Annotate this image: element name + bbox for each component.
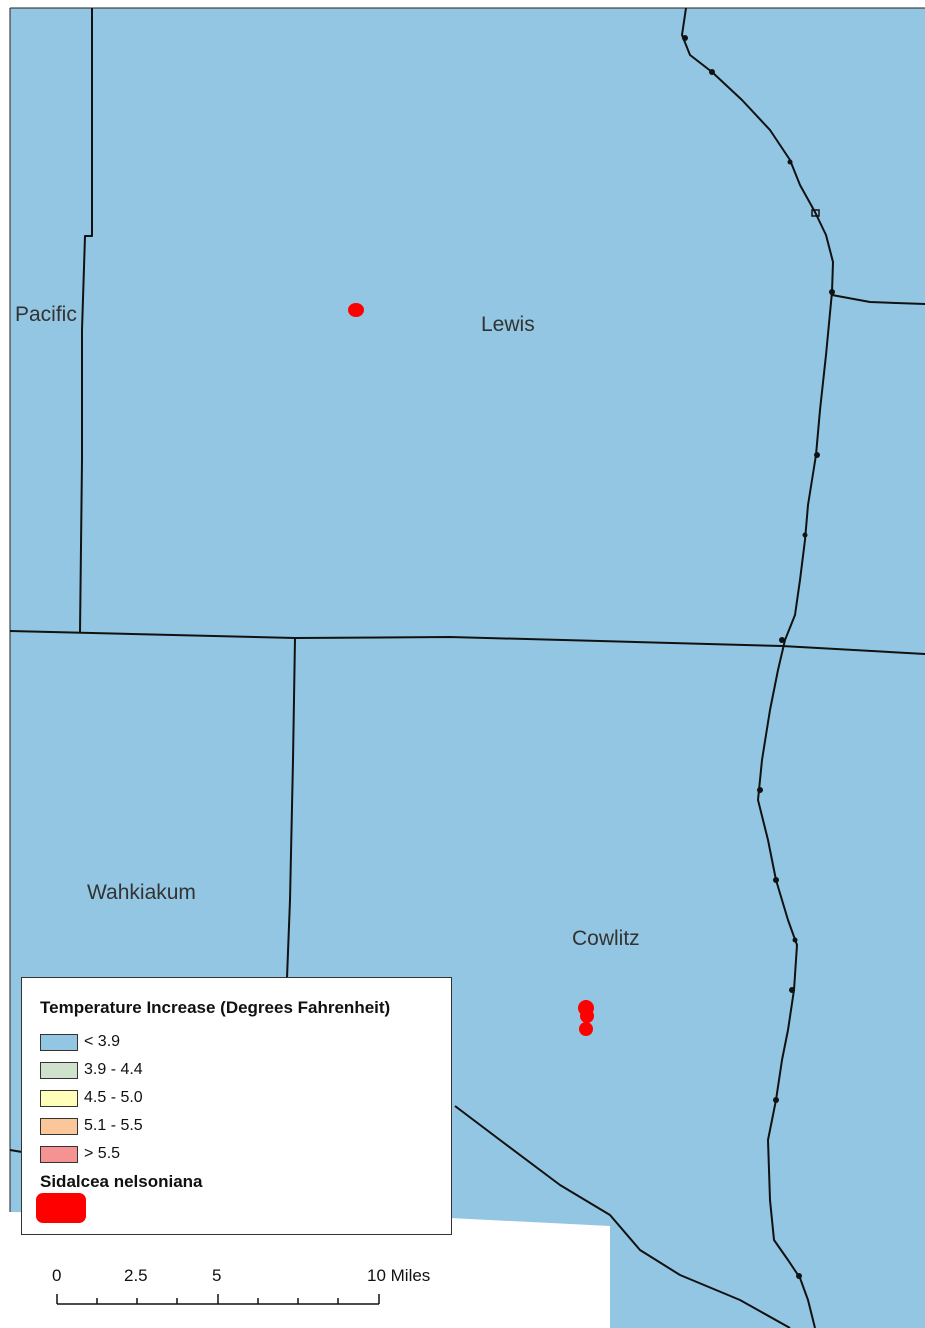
scale-label-5: 5 bbox=[212, 1266, 222, 1285]
legend-swatch bbox=[40, 1117, 78, 1135]
legend-label: 5.1 - 5.5 bbox=[84, 1117, 143, 1134]
legend-row: 4.5 - 5.0 bbox=[40, 1088, 143, 1108]
legend-label: 3.9 - 4.4 bbox=[84, 1061, 143, 1078]
scale-label-2-5: 2.5 bbox=[124, 1266, 148, 1285]
legend-swatch bbox=[40, 1145, 78, 1163]
legend-row: > 5.5 bbox=[40, 1144, 120, 1164]
occurrence-point[interactable] bbox=[580, 1009, 594, 1023]
boundary-lewis-cowlitz bbox=[9, 630, 925, 655]
scale-bar-ticks bbox=[56, 1294, 380, 1305]
occurrence-point[interactable] bbox=[348, 303, 364, 317]
legend-swatch bbox=[40, 1089, 78, 1107]
boundary-northeast-branch bbox=[831, 294, 925, 305]
scale-label-10-miles: 10 Miles bbox=[367, 1266, 431, 1285]
boundary-south-river bbox=[454, 1105, 791, 1328]
legend-row: < 3.9 bbox=[40, 1032, 120, 1052]
legend-species-title: Sidalcea nelsoniana bbox=[40, 1172, 203, 1191]
occurrence-point[interactable] bbox=[579, 1022, 593, 1036]
boundary-pacific-lewis bbox=[79, 8, 93, 633]
legend-label: < 3.9 bbox=[84, 1033, 121, 1050]
scale-bar: 0 2.5 5 10 Miles bbox=[30, 1262, 450, 1312]
boundary-southwest bbox=[9, 1149, 23, 1153]
legend-label: > 5.5 bbox=[84, 1145, 121, 1162]
legend-swatch bbox=[40, 1061, 78, 1079]
county-label-cowlitz: Cowlitz bbox=[572, 927, 640, 950]
county-label-wahkiakum: Wahkiakum bbox=[87, 881, 196, 904]
boundary-wahkiakum-cowlitz bbox=[286, 637, 296, 979]
map-legend: Temperature Increase (Degrees Fahrenheit… bbox=[21, 977, 452, 1235]
occurrence-points bbox=[348, 303, 594, 1036]
legend-label: 4.5 - 5.0 bbox=[84, 1089, 143, 1106]
legend-swatch bbox=[40, 1033, 78, 1051]
county-label-pacific: Pacific bbox=[15, 303, 77, 326]
county-label-lewis: Lewis bbox=[481, 313, 535, 336]
legend-species-swatch bbox=[36, 1193, 86, 1223]
scale-label-0: 0 bbox=[52, 1266, 62, 1285]
legend-row: 3.9 - 4.4 bbox=[40, 1060, 143, 1080]
legend-title: Temperature Increase (Degrees Fahrenheit… bbox=[40, 998, 391, 1017]
legend-row: 5.1 - 5.5 bbox=[40, 1116, 143, 1136]
